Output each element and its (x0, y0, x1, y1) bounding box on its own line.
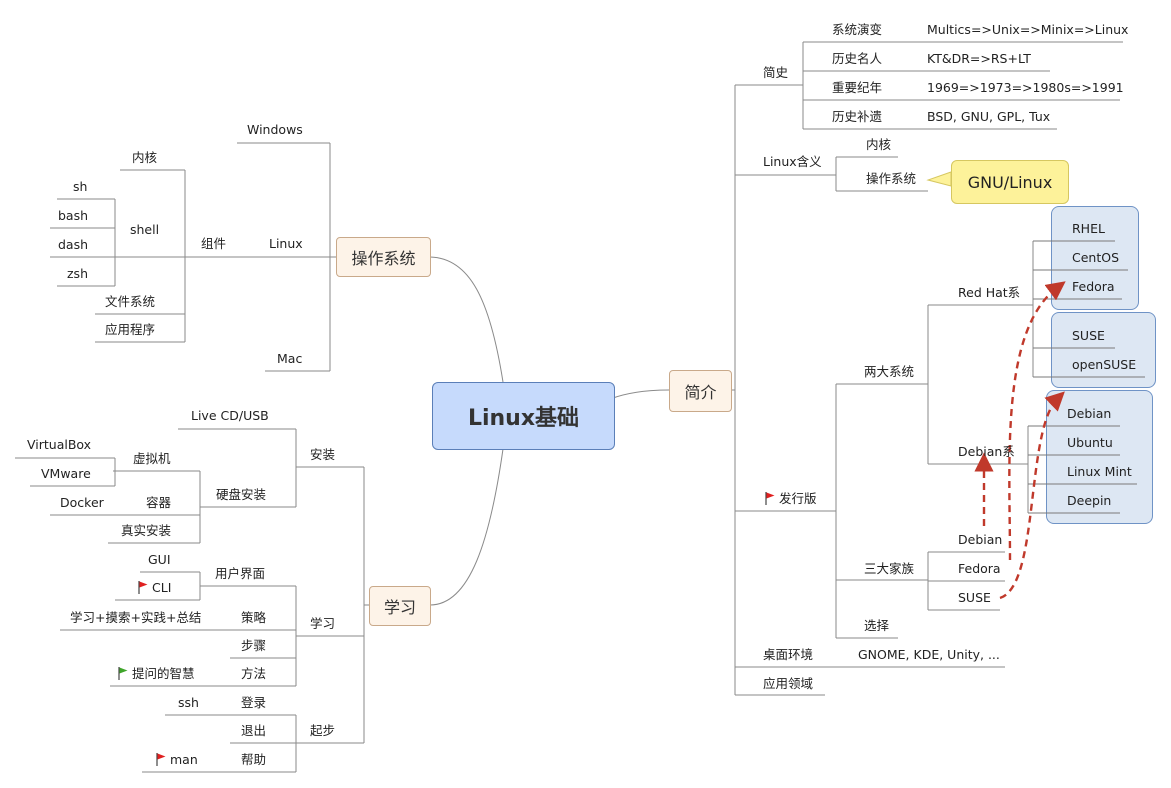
node-start[interactable]: 起步 (310, 723, 336, 738)
node-history-people-value[interactable]: KT&DR=>RS+LT (927, 51, 1031, 66)
node-opensuse[interactable]: openSUSE (1072, 357, 1137, 372)
node-livecd[interactable]: Live CD/USB (191, 408, 269, 423)
arrow-suse (999, 391, 1065, 600)
node-redhat-family[interactable]: Red Hat系 (958, 285, 1021, 300)
node-components[interactable]: 组件 (201, 236, 227, 251)
node-two-systems[interactable]: 两大系统 (864, 364, 915, 379)
node-study[interactable]: 学习 (310, 616, 336, 631)
node-bash[interactable]: bash (58, 208, 89, 223)
node-sh[interactable]: sh (73, 179, 88, 194)
node-ui[interactable]: 用户界面 (215, 566, 266, 581)
node-method[interactable]: 方法 (241, 666, 267, 681)
node-choose[interactable]: 选择 (864, 618, 890, 633)
node-debian-family[interactable]: Debian系 (958, 444, 1015, 459)
node-debian[interactable]: Debian (1067, 406, 1112, 421)
node-mac[interactable]: Mac (277, 351, 303, 366)
callout-gnu-linux[interactable]: GNU/Linux (951, 160, 1069, 204)
node-suse[interactable]: SUSE (1072, 328, 1105, 343)
node-gui[interactable]: GUI (148, 552, 171, 567)
node-rhel[interactable]: RHEL (1072, 221, 1105, 236)
node-man[interactable]: man (156, 752, 198, 768)
flag-icon (765, 492, 775, 505)
node-linux-mint[interactable]: Linux Mint (1067, 464, 1132, 479)
node-cli[interactable]: CLI (138, 580, 171, 596)
node-cli-label: CLI (152, 580, 172, 595)
node-history[interactable]: 简史 (763, 65, 789, 80)
node-strategy-value[interactable]: 学习+摸索+实践+总结 (70, 610, 202, 625)
node-method-value-label: 提问的智慧 (132, 666, 195, 681)
topic-learn[interactable]: 学习 (369, 586, 431, 626)
flag-icon (156, 753, 166, 766)
node-centos[interactable]: CentOS (1072, 250, 1120, 265)
green-flag-icon (118, 667, 128, 680)
node-windows[interactable]: Windows (247, 122, 303, 137)
node-history-extra-value[interactable]: BSD, GNU, GPL, Tux (927, 109, 1051, 124)
suse-group-box (1051, 312, 1156, 388)
node-meaning-kernel[interactable]: 内核 (866, 137, 892, 152)
flag-icon (138, 581, 148, 594)
node-family-debian[interactable]: Debian (958, 532, 1003, 547)
node-virtualbox[interactable]: VirtualBox (27, 437, 92, 452)
node-linux-meaning[interactable]: Linux含义 (763, 154, 822, 169)
node-method-value[interactable]: 提问的智慧 (118, 666, 195, 682)
node-strategy[interactable]: 策略 (241, 610, 267, 625)
node-dash[interactable]: dash (58, 237, 89, 252)
node-linux[interactable]: Linux (269, 236, 303, 251)
node-meaning-os[interactable]: 操作系统 (866, 171, 917, 186)
node-real-install[interactable]: 真实安装 (121, 523, 172, 538)
node-shell[interactable]: shell (130, 222, 160, 237)
node-fedora[interactable]: Fedora (1072, 279, 1115, 294)
topic-os[interactable]: 操作系统 (336, 237, 431, 277)
node-filesystem[interactable]: 文件系统 (105, 294, 156, 309)
node-history-evolution[interactable]: 系统演变 (832, 22, 883, 37)
node-logout[interactable]: 退出 (241, 723, 267, 738)
node-desktop-value[interactable]: GNOME, KDE, Unity, ... (858, 647, 1000, 662)
root-topic[interactable]: Linux基础 (432, 382, 615, 450)
node-history-extra[interactable]: 历史补遗 (832, 109, 883, 124)
node-history-people[interactable]: 历史名人 (832, 51, 883, 66)
node-docker[interactable]: Docker (60, 495, 104, 510)
node-distro-label: 发行版 (779, 491, 817, 506)
node-vm[interactable]: 虚拟机 (133, 451, 171, 466)
node-kernel[interactable]: 内核 (132, 150, 158, 165)
node-zsh[interactable]: zsh (67, 266, 88, 281)
node-disk-install[interactable]: 硬盘安装 (216, 487, 267, 502)
node-three-families[interactable]: 三大家族 (864, 561, 915, 576)
node-apps[interactable]: 应用程序 (105, 322, 156, 337)
node-history-evolution-value[interactable]: Multics=>Unix=>Minix=>Linux (927, 22, 1129, 37)
node-login[interactable]: 登录 (241, 695, 267, 710)
node-container[interactable]: 容器 (146, 495, 172, 510)
debian-group-box (1046, 390, 1153, 524)
node-ubuntu[interactable]: Ubuntu (1067, 435, 1113, 450)
node-steps[interactable]: 步骤 (241, 638, 267, 653)
node-help[interactable]: 帮助 (241, 752, 267, 767)
node-family-suse[interactable]: SUSE (958, 590, 991, 605)
node-ssh[interactable]: ssh (178, 695, 199, 710)
node-deepin[interactable]: Deepin (1067, 493, 1112, 508)
topic-intro[interactable]: 简介 (669, 370, 732, 412)
node-history-years[interactable]: 重要纪年 (832, 80, 883, 95)
arrow-fedora (1008, 281, 1066, 561)
node-install[interactable]: 安装 (310, 447, 336, 462)
node-history-years-value[interactable]: 1969=>1973=>1980s=>1991 (927, 80, 1124, 95)
node-vmware[interactable]: VMware (41, 466, 91, 481)
node-family-fedora[interactable]: Fedora (958, 561, 1001, 576)
node-distro[interactable]: 发行版 (765, 491, 817, 507)
node-desktop[interactable]: 桌面环境 (763, 647, 814, 662)
node-application[interactable]: 应用领域 (763, 676, 814, 691)
node-man-label: man (170, 752, 198, 767)
